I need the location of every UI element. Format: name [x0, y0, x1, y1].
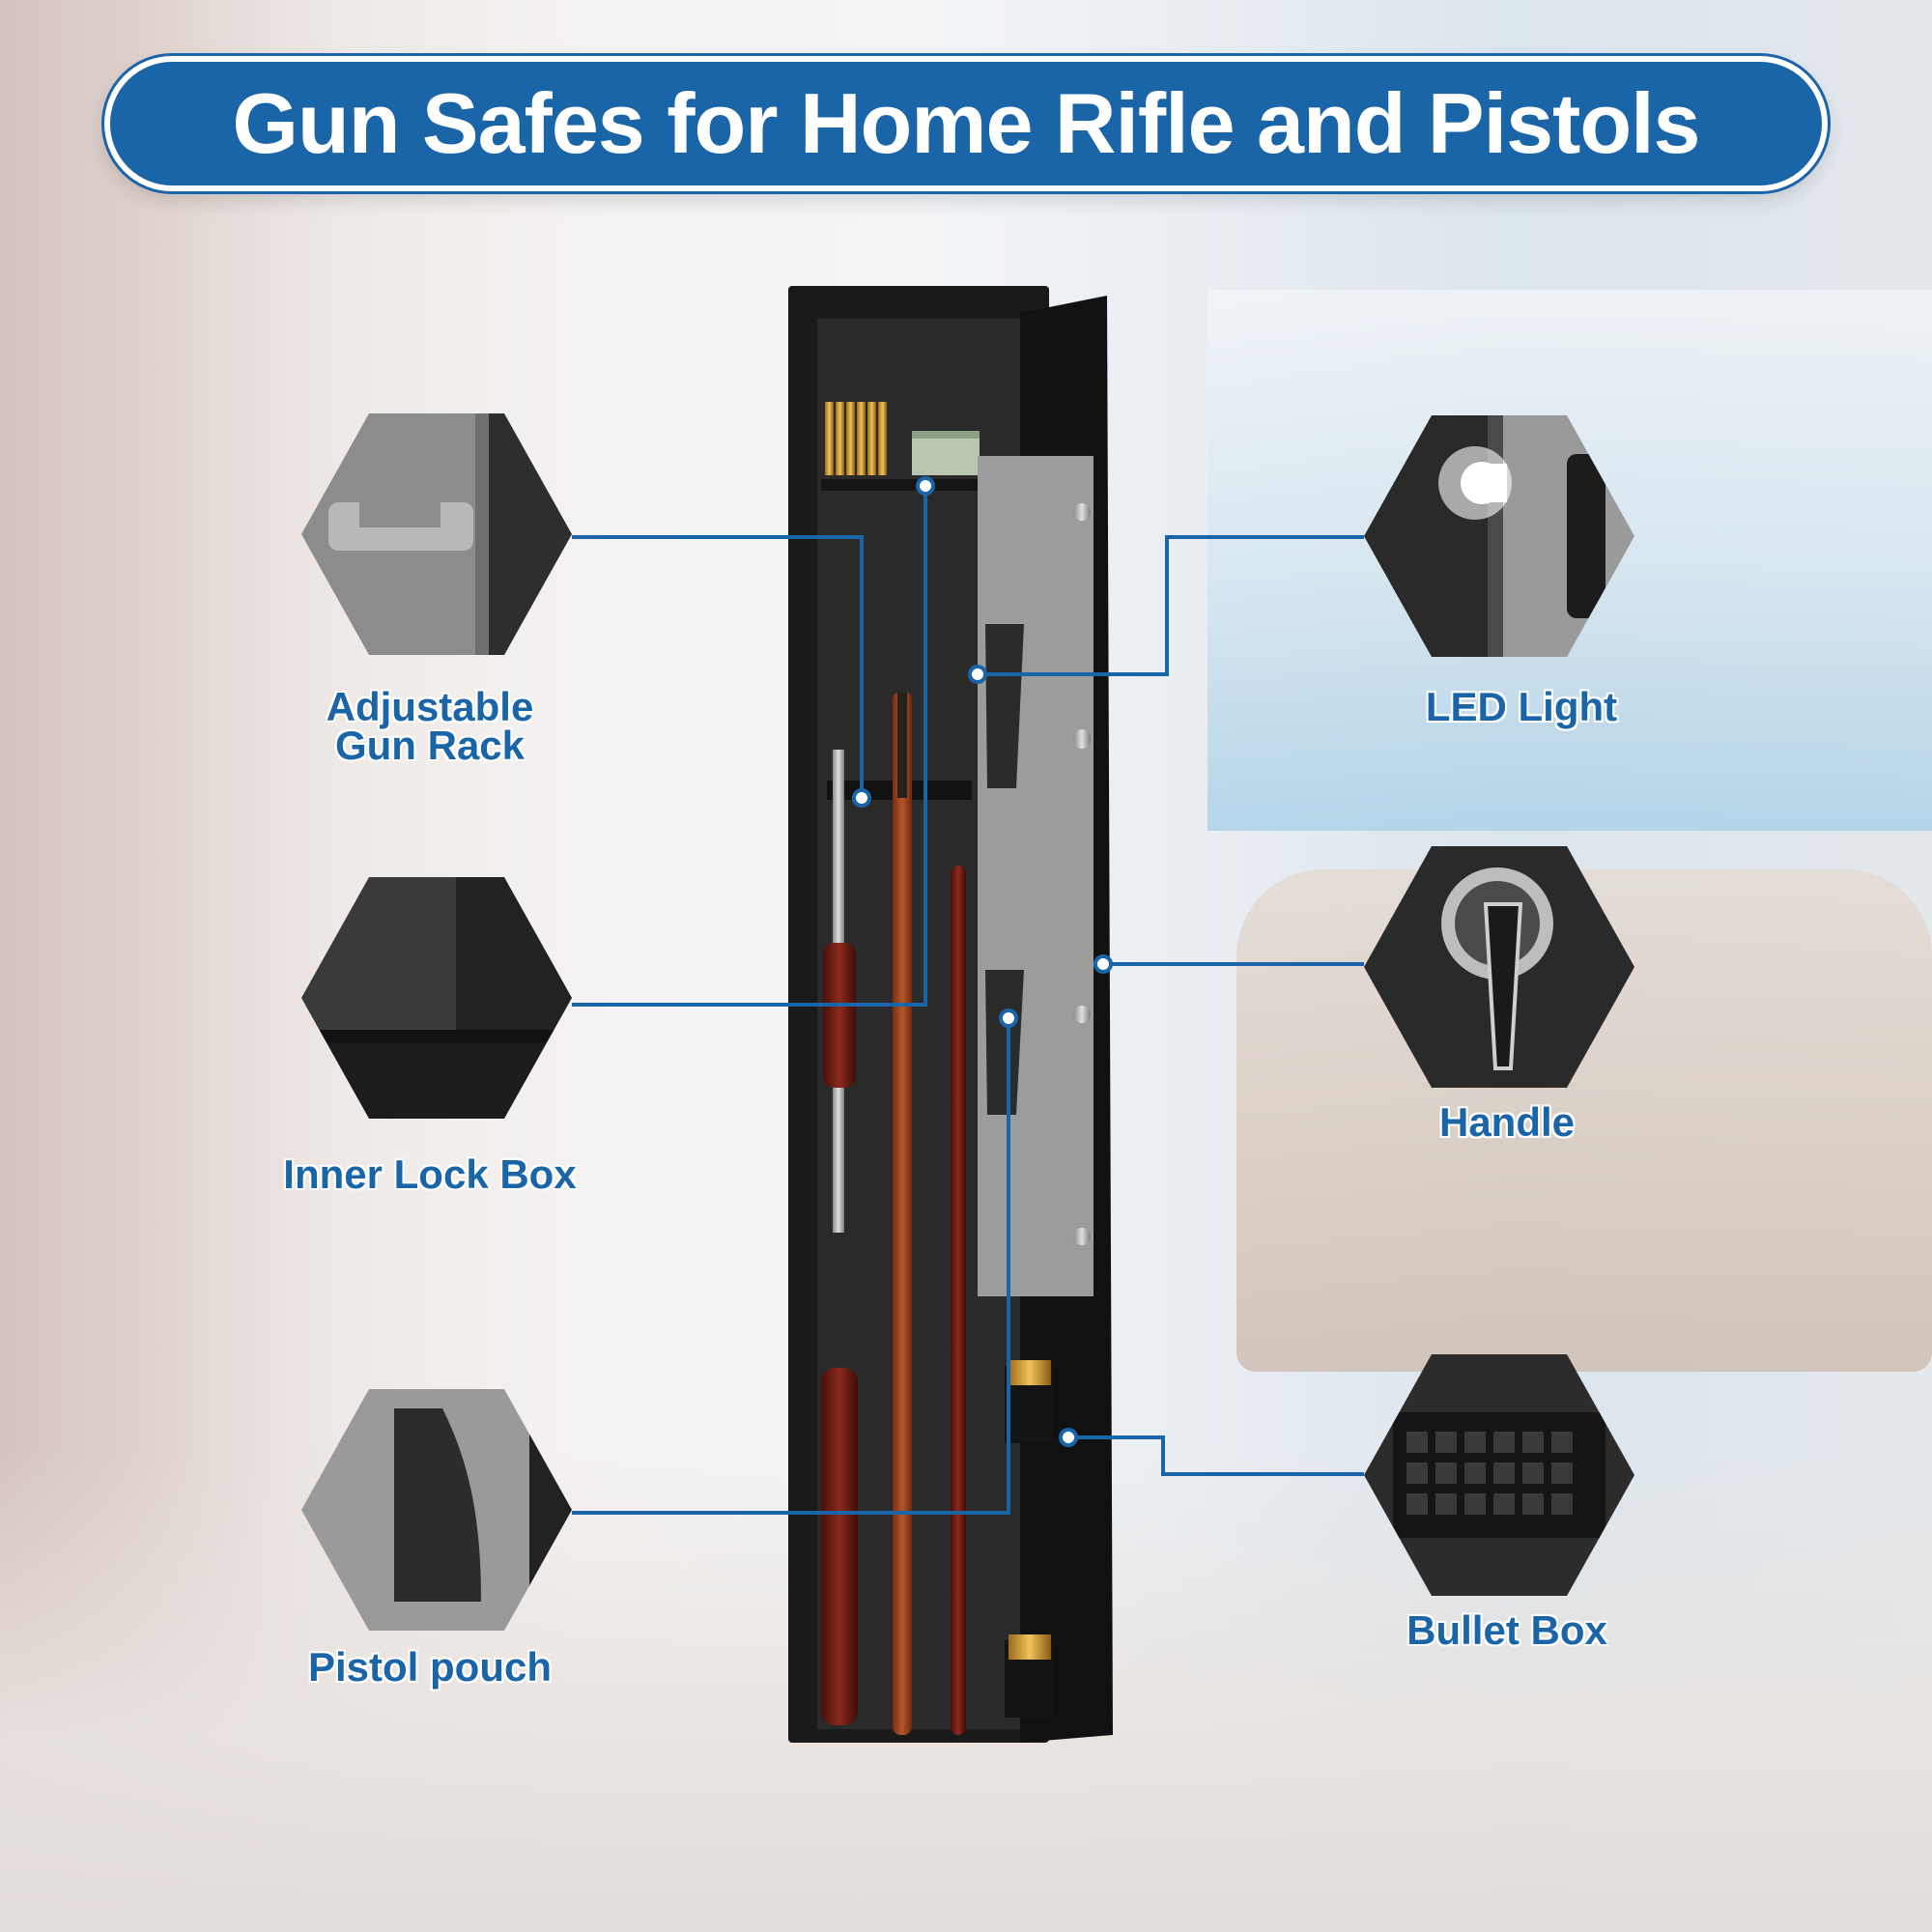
- callout-dot-inner-lock-box: [916, 476, 935, 496]
- title-banner: Gun Safes for Home Rifle and Pistols: [104, 56, 1828, 191]
- label-bullet-box: Bullet Box: [1406, 1607, 1607, 1653]
- door-bolts: [1073, 503, 1091, 1245]
- callout-dot-bullet-box: [1059, 1428, 1078, 1447]
- shelf-bullets: [825, 402, 887, 475]
- pistol-pouch-upper: [985, 624, 1024, 788]
- rifle-right: [951, 866, 966, 1735]
- rifle-center: [893, 692, 912, 1735]
- callout-dot-handle: [1094, 954, 1113, 974]
- label-inner-lock-box: Inner Lock Box: [283, 1151, 577, 1197]
- callout-dot-pistol-pouch: [999, 1009, 1018, 1028]
- door-felt-panel: [978, 456, 1094, 1296]
- gun-safe-illustration: [788, 286, 1113, 1743]
- label-led-light: LED Light: [1425, 684, 1618, 729]
- page-title: Gun Safes for Home Rifle and Pistols: [232, 75, 1701, 171]
- label-handle: Handle: [1438, 1099, 1576, 1145]
- callout-dot-gun-rack: [852, 788, 871, 808]
- pistol-pouch-lower: [985, 970, 1024, 1115]
- callout-dot-led-light: [968, 665, 987, 684]
- label-adjustable-gun-rack: Adjustable Gun Rack: [326, 684, 534, 768]
- rifle-grip-left: [823, 943, 856, 1088]
- label-pistol-pouch: Pistol pouch: [308, 1644, 552, 1690]
- rifle-stock-left: [821, 1368, 858, 1725]
